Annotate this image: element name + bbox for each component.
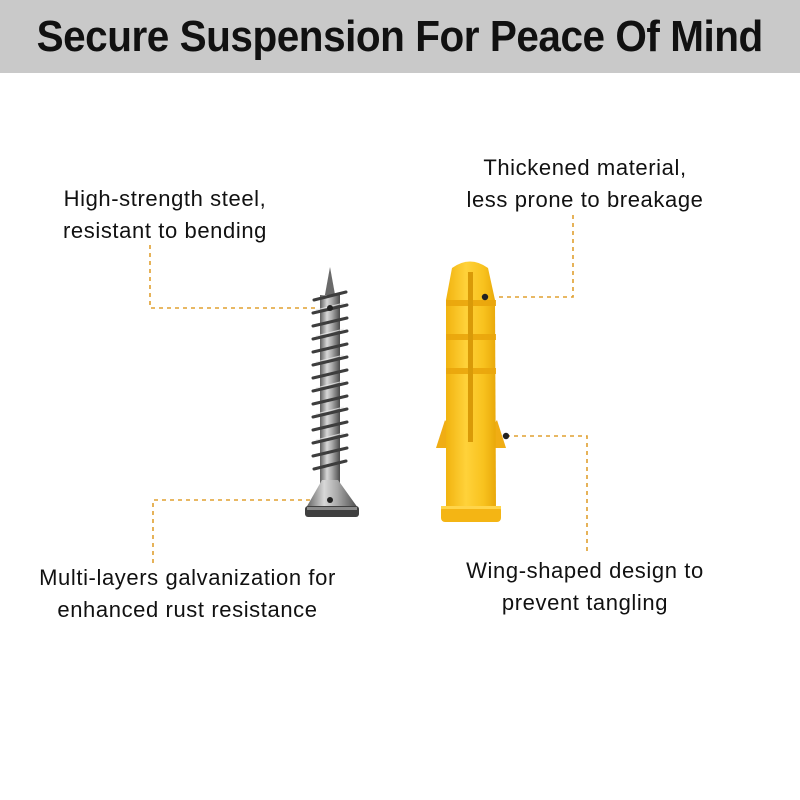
callout-thick-line1: Thickened material, bbox=[483, 155, 687, 180]
leader-line-galvanization bbox=[152, 499, 318, 563]
leader-line-wing bbox=[506, 435, 588, 555]
pointer-dot-galv bbox=[327, 497, 333, 503]
callout-galvanization: Multi-layers galvanization for enhanced … bbox=[5, 562, 370, 626]
callout-thickened-material: Thickened material, less prone to breaka… bbox=[430, 152, 740, 216]
wall-anchor-image bbox=[436, 261, 510, 522]
callout-steel-line2: resistant to bending bbox=[62, 218, 268, 243]
screw-image bbox=[305, 267, 359, 517]
callout-high-strength-steel: High-strength steel, resistant to bendin… bbox=[20, 183, 310, 247]
leader-lines bbox=[149, 215, 588, 563]
callout-wing-line1: Wing-shaped design to bbox=[466, 558, 704, 583]
leader-line-steel bbox=[149, 245, 318, 309]
callout-wing-shaped: Wing-shaped design to prevent tangling bbox=[425, 555, 745, 619]
pointer-dot-wing bbox=[502, 432, 510, 440]
callout-thick-line2: less prone to breakage bbox=[466, 187, 704, 212]
header-banner: Secure Suspension For Peace Of Mind bbox=[0, 0, 800, 73]
callout-wing-line2: prevent tangling bbox=[501, 590, 669, 615]
leader-line-thickened bbox=[497, 215, 574, 298]
callout-galv-line2: enhanced rust resistance bbox=[57, 597, 318, 622]
page-title: Secure Suspension For Peace Of Mind bbox=[36, 11, 764, 61]
pointer-dot-steel bbox=[327, 305, 333, 311]
pointer-dot-thickened bbox=[481, 293, 489, 301]
callout-steel-line1: High-strength steel, bbox=[63, 186, 267, 211]
callout-galv-line1: Multi-layers galvanization for bbox=[39, 565, 336, 590]
